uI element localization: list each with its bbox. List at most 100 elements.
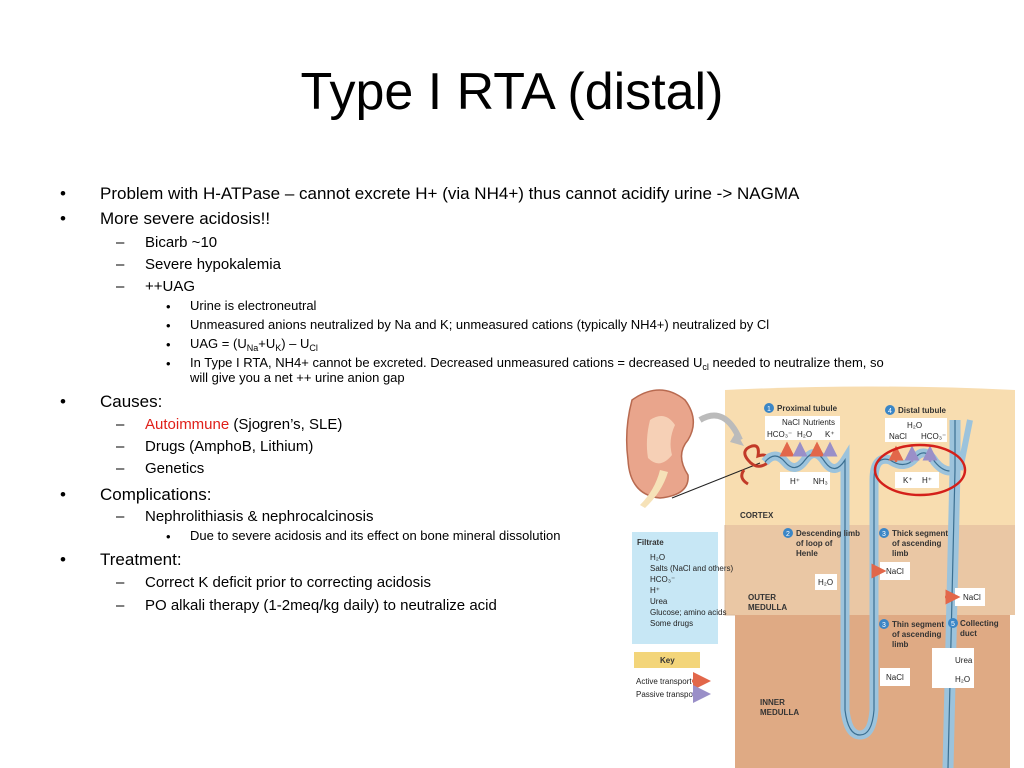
cortex-label: CORTEX: [740, 511, 774, 520]
bullet-complications: Complications:: [100, 485, 212, 504]
proximal-number-badge: [764, 403, 774, 413]
svg-text:Henle: Henle: [796, 549, 818, 558]
bullet-marker: •: [60, 485, 66, 504]
bullet-marker: •: [166, 337, 171, 352]
svg-text:4: 4: [888, 408, 892, 415]
sub3-unmeasured: Unmeasured anions neutralized by Na and …: [190, 317, 770, 332]
filtrate-title: Filtrate: [637, 538, 664, 547]
sub3-rta-explanation: In Type I RTA, NH4+ cannot be excreted. …: [190, 355, 884, 372]
svg-text:1: 1: [767, 406, 771, 413]
svg-text:limb: limb: [892, 549, 909, 558]
autoimmune-highlight: Autoimmune: [145, 416, 230, 433]
bullet-causes: Causes:: [100, 392, 163, 411]
thin-segment-label: Thin segment: [892, 620, 944, 629]
filtrate-item: HCO₃⁻: [650, 575, 675, 584]
svg-text:NaCl: NaCl: [963, 593, 981, 602]
svg-text:3: 3: [882, 622, 886, 629]
filtrate-item: H₂O: [650, 553, 665, 562]
sub-correct-k: Correct K deficit prior to correcting ac…: [145, 574, 431, 591]
svg-text:HCO₃⁻: HCO₃⁻: [921, 432, 946, 441]
svg-text:duct: duct: [960, 629, 977, 638]
sub-nephrolithiasis: Nephrolithiasis & nephrocalcinosis: [145, 508, 374, 525]
svg-text:Urea: Urea: [955, 656, 973, 665]
sub-bicarb: Bicarb ~10: [145, 234, 218, 251]
sub-uag: ++UAG: [145, 278, 196, 295]
svg-text:of ascending: of ascending: [892, 539, 941, 548]
kidney-icon: [625, 389, 744, 508]
dash-marker: –: [116, 438, 125, 455]
highlight-circle: [873, 443, 967, 497]
svg-text:of ascending: of ascending: [892, 630, 941, 639]
svg-text:NaCl: NaCl: [886, 673, 904, 682]
key-active-label: Active transport: [636, 677, 692, 686]
svg-text:H₂O: H₂O: [818, 578, 833, 587]
svg-text:of loop of: of loop of: [796, 539, 833, 548]
bullet-marker: •: [166, 318, 171, 333]
svg-text:HCO₃⁻: HCO₃⁻: [767, 430, 792, 439]
descending-limb-label: Descending limb: [796, 529, 860, 538]
svg-text:2: 2: [786, 531, 790, 538]
svg-text:MEDULLA: MEDULLA: [748, 603, 787, 612]
bullet-marker: •: [166, 299, 171, 314]
svg-text:K⁺: K⁺: [903, 476, 913, 485]
svg-text:H⁺: H⁺: [790, 477, 800, 486]
bullet-marker: •: [60, 184, 66, 203]
sub-alkali: PO alkali therapy (1-2meq/kg daily) to n…: [145, 597, 497, 614]
collecting-duct-label: Collecting: [960, 619, 999, 628]
sub-drugs: Drugs (AmphoB, Lithium): [145, 438, 314, 455]
key-passive-label: Passive transport: [636, 690, 699, 699]
sub-hypokalemia: Severe hypokalemia: [145, 256, 281, 273]
proximal-reabsorb-box: [765, 416, 840, 440]
svg-text:NH₃: NH₃: [813, 477, 828, 486]
dash-marker: –: [116, 597, 125, 614]
svg-text:K⁺: K⁺: [825, 430, 835, 439]
svg-text:H₂O: H₂O: [907, 421, 922, 430]
filtrate-box: [632, 532, 718, 644]
svg-text:H⁺: H⁺: [922, 476, 932, 485]
dash-marker: –: [116, 460, 125, 477]
proximal-tubule-label: Proximal tubule: [777, 404, 838, 413]
outer-medulla-label: OUTER: [748, 593, 776, 602]
svg-text:H₂O: H₂O: [797, 430, 812, 439]
sub3-electroneutral: Urine is electroneutral: [190, 298, 317, 313]
bullet-marker: •: [166, 356, 171, 371]
dash-marker: –: [116, 234, 125, 251]
svg-text:5: 5: [951, 621, 955, 628]
sub-autoimmune: Autoimmune (Sjogren’s, SLE): [145, 416, 343, 433]
thick-segment-label: Thick segment: [892, 529, 948, 538]
svg-text:H₂O: H₂O: [955, 675, 970, 684]
sub3-uag-formula: UAG = (UNa+UK) – UCl: [190, 336, 318, 353]
svg-text:limb: limb: [892, 640, 909, 649]
bullet-marker: •: [166, 529, 171, 544]
key-label: Key: [660, 656, 675, 665]
bullet-treatment: Treatment:: [100, 550, 182, 569]
sub3-bone-dissolution: Due to severe acidosis and its effect on…: [190, 528, 561, 543]
filtrate-item: Some drugs: [650, 619, 693, 628]
distal-reabsorb-box: [885, 418, 947, 442]
key-box: [634, 652, 700, 668]
svg-text:NaCl: NaCl: [889, 432, 907, 441]
inner-medulla-label: INNER: [760, 698, 785, 707]
bullet-acidosis: More severe acidosis!!: [100, 209, 271, 228]
bullet-marker: •: [60, 392, 66, 411]
bullet-problem: Problem with H-ATPase – cannot excrete H…: [100, 184, 800, 203]
dash-marker: –: [116, 278, 125, 295]
glomerulus-icon: [740, 444, 769, 486]
svg-text:NaCl: NaCl: [782, 418, 800, 427]
slide-title: Type I RTA (distal): [300, 63, 724, 121]
distal-tubule-label: Distal tubule: [898, 406, 947, 415]
sub3-rta-explanation-line2: will give you a net ++ urine anion gap: [190, 370, 405, 385]
dash-marker: –: [116, 508, 125, 525]
bullet-marker: •: [60, 209, 66, 228]
sub-genetics: Genetics: [145, 460, 205, 477]
filtrate-item: Glucose; amino acids: [650, 608, 726, 617]
filtrate-item: Urea: [650, 597, 668, 606]
filtrate-item: Salts (NaCl and others): [650, 564, 733, 573]
dash-marker: –: [116, 256, 125, 273]
svg-text:NaCl: NaCl: [886, 567, 904, 576]
bullet-marker: •: [60, 550, 66, 569]
distal-number-badge: [885, 405, 895, 415]
dash-marker: –: [116, 574, 125, 591]
svg-text:3: 3: [882, 531, 886, 538]
dash-marker: –: [116, 416, 125, 433]
